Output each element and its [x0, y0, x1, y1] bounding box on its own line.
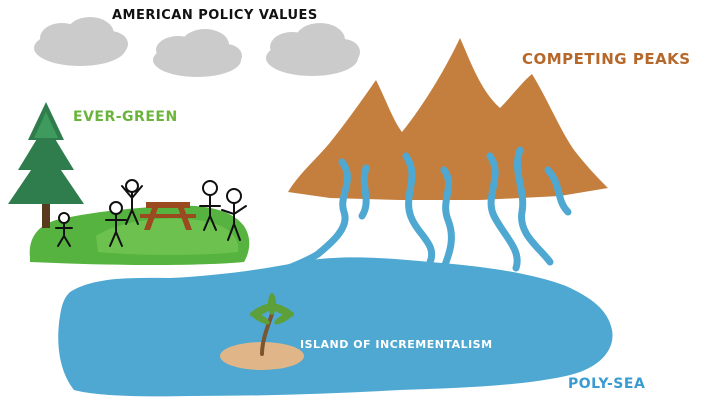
- river-2: [402, 152, 436, 266]
- cloud-left: [34, 17, 128, 66]
- river-4: [486, 152, 521, 272]
- evergreen-tree: [8, 102, 84, 228]
- stick-figures: [55, 179, 247, 247]
- stick-figure-3: [199, 180, 221, 231]
- stick-figure-2: [121, 179, 143, 225]
- river-1: [276, 158, 351, 276]
- cloud-middle: [153, 29, 242, 77]
- grass-highlight: [96, 218, 239, 255]
- poly-sea-label: POLY-SEA: [568, 376, 646, 392]
- stick-figure-1: [105, 201, 127, 247]
- river-7: [358, 164, 370, 220]
- stick-figure-child: [55, 212, 73, 247]
- cloud-right: [266, 23, 360, 76]
- ever-green-label: EVER-GREEN: [73, 109, 178, 125]
- island-of-incrementalism: [220, 293, 304, 370]
- rivers: [276, 146, 572, 276]
- river-6: [544, 166, 572, 216]
- american-policy-values-label: AMERICAN POLICY VALUES: [112, 8, 318, 23]
- stick-figure-4: [221, 188, 247, 241]
- river-5: [513, 146, 554, 266]
- poly-sea: [58, 257, 613, 397]
- palm-leaves: [250, 293, 294, 325]
- competing-peaks-label: COMPETING PEAKS: [522, 50, 691, 68]
- river-3: [440, 166, 455, 272]
- picnic-bench: [140, 202, 196, 230]
- competing-peaks-mountains: [288, 38, 608, 200]
- island-of-incrementalism-label: ISLAND OF INCREMENTALISM: [300, 338, 493, 351]
